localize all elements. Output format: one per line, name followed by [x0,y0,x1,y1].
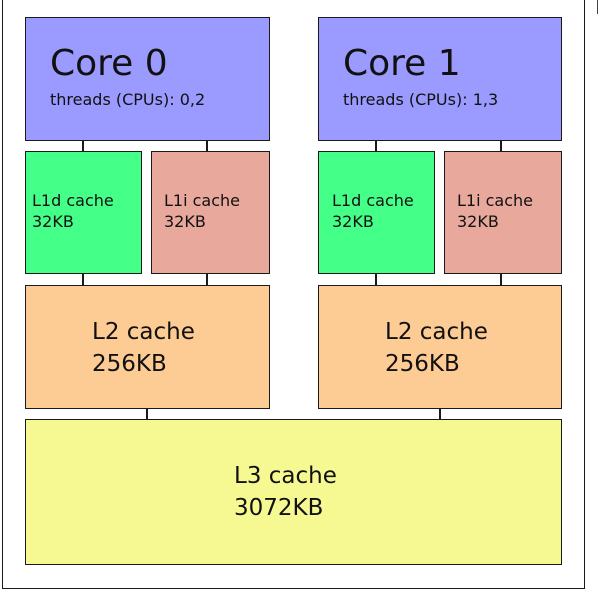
l1i-0-size: 32KB [164,212,206,231]
l2-0-size: 256KB [92,351,167,377]
connector-l2-1-l3 [439,408,441,420]
l2-0-name: L2 cache [92,319,195,345]
l1d-0-name: L1d cache [32,191,114,210]
chip-outline [2,0,585,589]
l1i-cache-core-1: L1i cache 32KB [444,151,562,274]
connector-core0-l1i [206,140,208,152]
l1i-cache-core-0: L1i cache 32KB [151,151,270,274]
l1i-1-name: L1i cache [457,191,534,210]
l2-cache-core-0: L2 cache 256KB [25,285,270,409]
l1d-0-size: 32KB [32,212,74,231]
l3-name: L3 cache [234,463,337,489]
connector-l1i0-l2 [206,273,208,286]
l2-cache-core-1: L2 cache 256KB [318,285,562,409]
l2-1-name: L2 cache [385,319,488,345]
l1i-0-name: L1i cache [164,191,241,210]
connector-core0-l1d [82,140,84,152]
l3-size: 3072KB [234,495,324,521]
l1d-1-size: 32KB [332,212,374,231]
connector-core1-l1i [500,140,502,152]
l1d-cache-core-0: L1d cache 32KB [25,151,142,274]
edge-line [597,0,598,14]
connector-l2-0-l3 [146,408,148,420]
core-1-threads: threads (CPUs): 1,3 [343,90,499,109]
connector-l1i1-l2 [500,273,502,286]
connector-core1-l1d [375,140,377,152]
l2-1-size: 256KB [385,351,460,377]
l1d-cache-core-1: L1d cache 32KB [318,151,435,274]
l1i-1-size: 32KB [457,212,499,231]
l1d-1-name: L1d cache [332,191,414,210]
core-0-title: Core 0 [50,43,168,84]
connector-l1d1-l2 [375,273,377,286]
connector-l1d0-l2 [82,273,84,286]
core-0-box: Core 0 threads (CPUs): 0,2 [25,17,270,141]
core-1-box: Core 1 threads (CPUs): 1,3 [318,17,562,141]
l3-cache-shared: L3 cache 3072KB [25,419,562,565]
core-0-threads: threads (CPUs): 0,2 [50,90,206,109]
core-1-title: Core 1 [343,43,461,84]
